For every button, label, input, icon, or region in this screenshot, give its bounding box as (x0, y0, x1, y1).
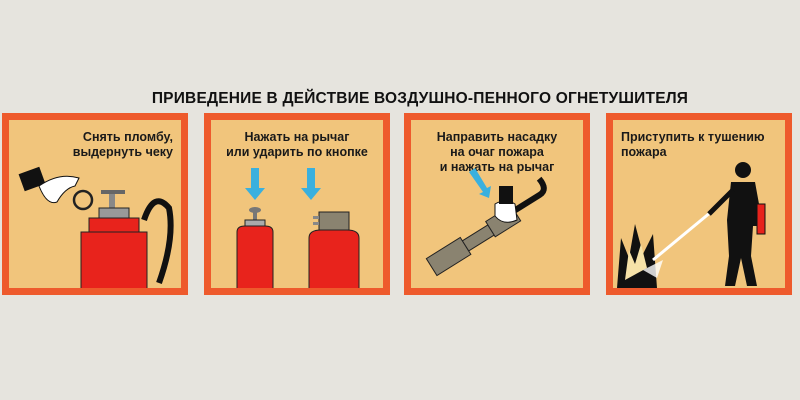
caption-line: или ударить по кнопке (226, 145, 368, 159)
arrow-down-icon (245, 168, 265, 200)
step-2-caption: Нажать на рычаг или ударить по кнопке (211, 130, 383, 160)
step-3-caption: Направить насадку на очаг пожара и нажат… (411, 130, 583, 175)
step-4-panel: Приступить к тушению пожара (606, 113, 792, 295)
extinguish-fire-illustration (617, 162, 766, 288)
aim-nozzle-illustration (425, 168, 547, 277)
poster-title: ПРИВЕДЕНИЕ В ДЕЙСТВИЕ ВОЗДУШНО-ПЕННОГО О… (151, 90, 689, 107)
step-1-panel: Снять пломбу, выдернуть чеку (2, 113, 188, 295)
caption-line: на очаг пожара (450, 145, 544, 159)
caption-line: Направить насадку (436, 130, 558, 144)
hand-icon (18, 166, 80, 204)
step-3-panel: Направить насадку на очаг пожара и нажат… (404, 113, 590, 295)
press-lever-illustration (236, 168, 360, 288)
extinguisher-button-icon (308, 211, 360, 288)
firefighter-icon (707, 162, 766, 286)
step-1-caption: Снять пломбу, выдернуть чеку (73, 130, 173, 160)
extinguisher-icon (80, 190, 174, 288)
arrow-down-icon (301, 168, 321, 200)
caption-line: Снять пломбу, (82, 130, 173, 144)
pull-pin-illustration (18, 166, 174, 288)
caption-line: Приступить к тушению (621, 130, 765, 144)
step-2-panel: Нажать на рычаг или ударить по кнопке (204, 113, 390, 295)
extinguisher-lever-icon (236, 207, 274, 288)
caption-line: пожара (621, 145, 667, 159)
hand-icon (494, 200, 518, 223)
arrow-icon (469, 168, 491, 198)
step-4-caption: Приступить к тушению пожара (621, 130, 765, 160)
caption-line: Нажать на рычаг (244, 130, 350, 144)
caption-line: выдернуть чеку (72, 145, 173, 159)
fire-icon (617, 224, 657, 288)
caption-line: и нажать на рычаг (439, 160, 555, 174)
